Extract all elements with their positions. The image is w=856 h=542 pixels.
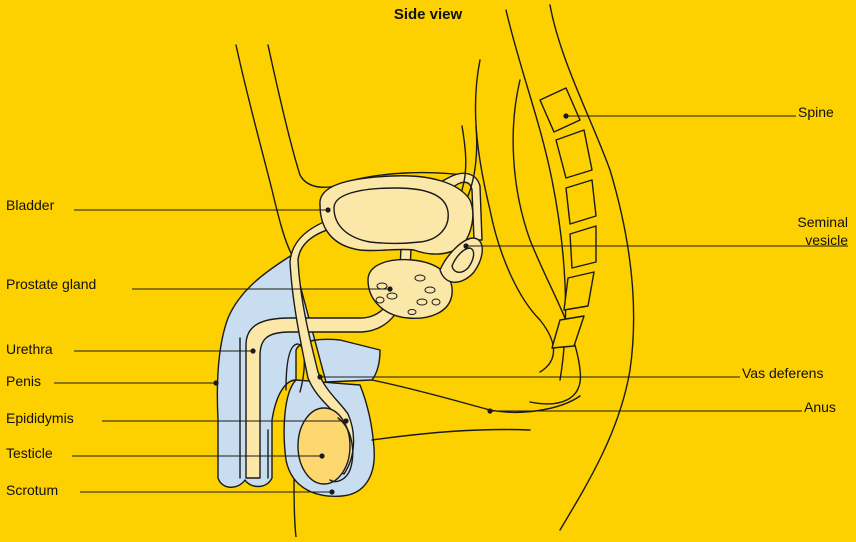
diagram-title: Side view bbox=[0, 6, 856, 23]
inner-abdomen-line bbox=[268, 45, 470, 187]
label-bladder: Bladder bbox=[6, 197, 54, 213]
label-scrotum: Scrotum bbox=[6, 482, 58, 498]
label-prostate-gland: Prostate gland bbox=[6, 276, 96, 292]
leader-lines bbox=[54, 116, 848, 492]
label-urethra: Urethra bbox=[6, 341, 53, 357]
label-anus: Anus bbox=[804, 399, 836, 415]
pelvic-floor bbox=[372, 380, 580, 412]
label-vas-deferens: Vas deferens bbox=[742, 365, 823, 381]
abdomen-outline bbox=[236, 45, 292, 255]
leg-outline bbox=[294, 480, 296, 537]
spine-outline bbox=[550, 5, 634, 530]
label-seminal-vesicle-line2: vesicle bbox=[770, 232, 848, 248]
label-spine: Spine bbox=[798, 104, 834, 120]
label-epididymis: Epididymis bbox=[6, 410, 74, 426]
testicle bbox=[298, 408, 350, 484]
spine-outline bbox=[506, 10, 566, 380]
label-seminal-vesicle-line1: Seminal bbox=[770, 214, 848, 230]
label-testicle: Testicle bbox=[6, 445, 53, 461]
vertebrae bbox=[540, 88, 596, 348]
label-penis: Penis bbox=[6, 373, 41, 389]
pelvic-floor bbox=[372, 429, 530, 440]
